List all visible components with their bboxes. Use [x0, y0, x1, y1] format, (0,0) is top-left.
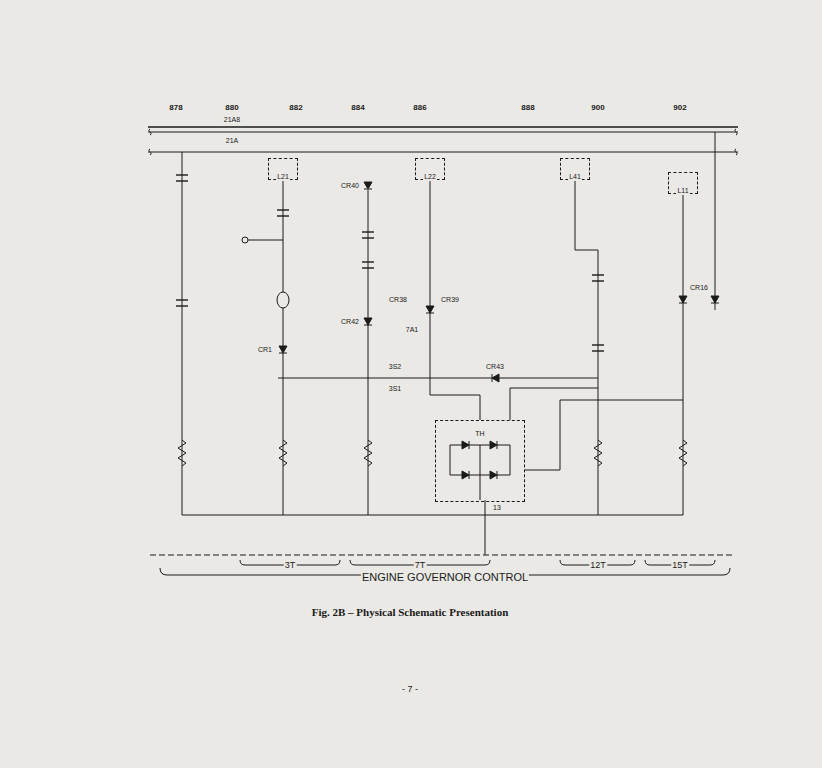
figure-caption: Fig. 2B – Physical Schematic Presentatio…	[311, 606, 510, 618]
schematic-label: CR43	[485, 363, 505, 371]
diode-symbols	[279, 182, 719, 479]
schematic-label: 888	[520, 104, 535, 113]
relay-box: L22	[415, 158, 445, 180]
schematic-label: 3S1	[388, 385, 402, 393]
schematic-label: CR42	[340, 318, 360, 326]
schematic-label: 7T	[414, 561, 427, 571]
wire-connector	[430, 180, 480, 420]
schematic-label: 884	[350, 104, 365, 113]
box-label: TH	[474, 430, 485, 438]
schematic-label: 15T	[671, 561, 689, 571]
wires	[182, 132, 715, 555]
bridge-wires	[450, 445, 510, 500]
schematic-label: 3S2	[388, 363, 402, 371]
relay-box: L21	[268, 158, 298, 180]
schematic-label: 21A8	[223, 116, 241, 124]
box-label: L41	[568, 173, 582, 181]
relay-box: L11	[668, 172, 698, 194]
schematic-label: 902	[672, 104, 687, 113]
schematic-label: 882	[288, 104, 303, 113]
schematic-label: ENGINE GOVERNOR CONTROL	[361, 571, 529, 583]
schematic-label: CR40	[340, 182, 360, 190]
schematic-label: 900	[590, 104, 605, 113]
schematic-label: CR39	[440, 296, 460, 304]
schematic-label: CR16	[689, 284, 709, 292]
schematic-label: CR1	[257, 346, 273, 354]
schematic-label: 880	[224, 104, 239, 113]
contact-symbols	[176, 175, 604, 351]
schematic-label: 7A1	[405, 326, 419, 334]
schematic-label: - 7 -	[401, 685, 419, 695]
box-label: L21	[276, 173, 290, 181]
schematic-label: 12T	[589, 561, 607, 571]
resistor-symbols	[178, 292, 687, 466]
schematic-label: 878	[168, 104, 183, 113]
schematic-label: 3T	[284, 561, 297, 571]
relay-box: L41	[560, 158, 590, 180]
schematic-label: 886	[412, 104, 427, 113]
bus-lines	[148, 127, 738, 155]
schematic-label: 13	[492, 504, 502, 512]
box-label: L11	[676, 187, 689, 195]
schematic-label: 21A	[225, 137, 239, 145]
bridge-box: TH	[435, 420, 525, 502]
box-label: L22	[423, 173, 437, 181]
schematic-label: CR38	[388, 296, 408, 304]
